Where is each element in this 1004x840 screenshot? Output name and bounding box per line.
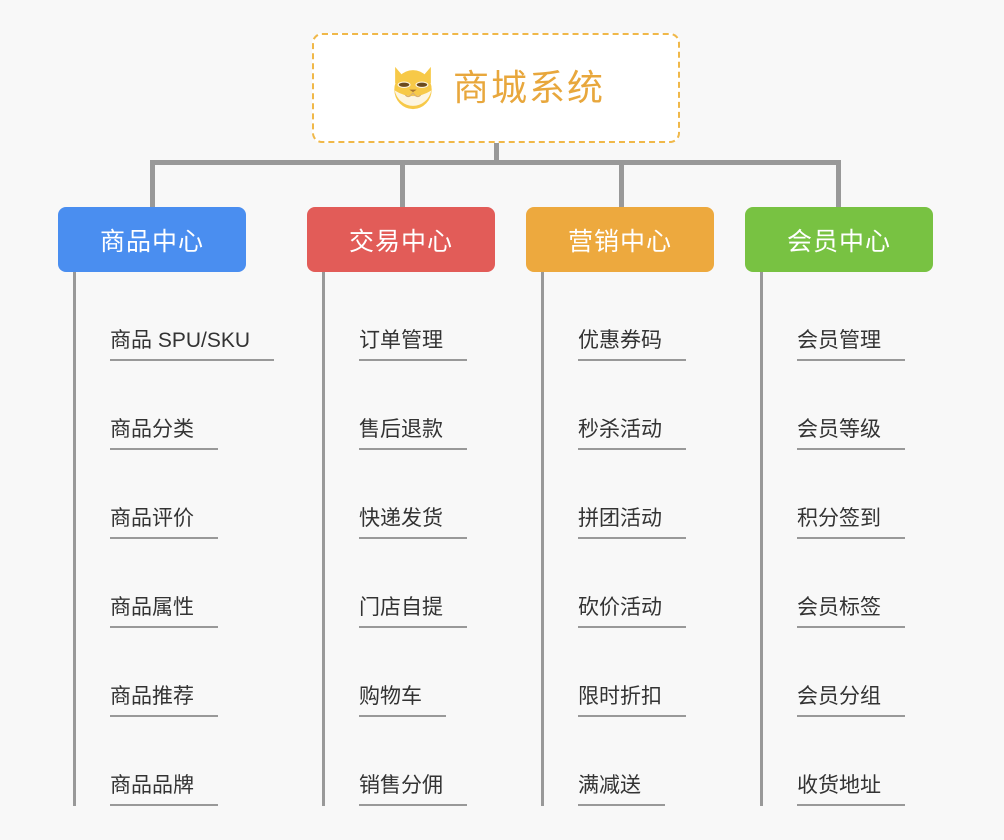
connector-drop-4: [836, 160, 841, 208]
list-item[interactable]: 商品品牌: [76, 717, 246, 806]
leaf-label: 优惠券码: [578, 330, 686, 361]
branch-column-2: 交易中心 订单管理 售后退款 快递发货 门店自提 购物车 销售分佣: [307, 207, 495, 806]
list-item[interactable]: 会员等级: [763, 361, 933, 450]
leaf-label: 商品品牌: [110, 775, 218, 806]
category-label-2: 交易中心: [348, 227, 453, 256]
category-box-1[interactable]: 商品中心: [58, 207, 246, 272]
leaf-label: 商品 SPU/SKU: [110, 330, 275, 361]
leaf-label: 积分签到: [797, 508, 905, 539]
list-item[interactable]: 商品评价: [76, 450, 246, 539]
leaf-label: 购物车: [359, 686, 446, 717]
leaf-label: 满减送: [578, 775, 665, 806]
leaf-list-2: 订单管理 售后退款 快递发货 门店自提 购物车 销售分佣: [322, 272, 495, 806]
leaf-label: 会员等级: [797, 419, 905, 450]
category-box-3[interactable]: 营销中心: [526, 207, 714, 272]
branch-column-4: 会员中心 会员管理 会员等级 积分签到 会员标签 会员分组 收货地址: [745, 207, 933, 806]
category-box-2[interactable]: 交易中心: [307, 207, 495, 272]
root-node[interactable]: 商城系统: [312, 33, 680, 143]
list-item[interactable]: 满减送: [544, 717, 714, 806]
list-item[interactable]: 商品分类: [76, 361, 246, 450]
leaf-label: 会员标签: [797, 597, 905, 628]
list-item[interactable]: 销售分佣: [325, 717, 495, 806]
leaf-label: 商品评价: [110, 508, 218, 539]
leaf-list-4: 会员管理 会员等级 积分签到 会员标签 会员分组 收货地址: [760, 272, 933, 806]
list-item[interactable]: 优惠券码: [544, 272, 714, 361]
leaf-label: 拼团活动: [578, 508, 686, 539]
category-label-1: 商品中心: [99, 227, 204, 256]
list-item[interactable]: 收货地址: [763, 717, 933, 806]
list-item[interactable]: 门店自提: [325, 539, 495, 628]
leaf-label: 秒杀活动: [578, 419, 686, 450]
category-box-4[interactable]: 会员中心: [745, 207, 933, 272]
list-item[interactable]: 会员管理: [763, 272, 933, 361]
leaf-label: 快递发货: [359, 508, 467, 539]
shiba-dog-icon: [394, 66, 432, 113]
list-item[interactable]: 订单管理: [325, 272, 495, 361]
leaf-label: 商品分类: [110, 419, 218, 450]
leaf-list-1: 商品 SPU/SKU 商品分类 商品评价 商品属性 商品推荐 商品品牌: [73, 272, 275, 806]
leaf-label: 商品推荐: [110, 686, 218, 717]
list-item[interactable]: 积分签到: [763, 450, 933, 539]
leaf-label: 会员分组: [797, 686, 905, 717]
leaf-label: 商品属性: [110, 597, 218, 628]
leaf-label: 订单管理: [359, 330, 467, 361]
list-item[interactable]: 商品 SPU/SKU: [76, 272, 275, 361]
leaf-label: 收货地址: [797, 775, 905, 806]
list-item[interactable]: 商品属性: [76, 539, 246, 628]
branch-column-3: 营销中心 优惠券码 秒杀活动 拼团活动 砍价活动 限时折扣 满减送: [526, 207, 714, 806]
leaf-label: 门店自提: [359, 597, 467, 628]
list-item[interactable]: 商品推荐: [76, 628, 246, 717]
branch-column-1: 商品中心 商品 SPU/SKU 商品分类 商品评价 商品属性 商品推荐 商品品牌: [58, 207, 275, 806]
list-item[interactable]: 拼团活动: [544, 450, 714, 539]
connector-root-stem: [494, 143, 499, 163]
list-item[interactable]: 会员标签: [763, 539, 933, 628]
list-item[interactable]: 限时折扣: [544, 628, 714, 717]
list-item[interactable]: 快递发货: [325, 450, 495, 539]
list-item[interactable]: 售后退款: [325, 361, 495, 450]
connector-horizontal-bus: [150, 160, 841, 165]
leaf-label: 售后退款: [359, 419, 467, 450]
connector-drop-2: [400, 160, 405, 208]
leaf-label: 会员管理: [797, 330, 905, 361]
list-item[interactable]: 砍价活动: [544, 539, 714, 628]
list-item[interactable]: 秒杀活动: [544, 361, 714, 450]
connector-drop-1: [150, 160, 155, 208]
root-title: 商城系统: [452, 67, 605, 108]
leaf-label: 砍价活动: [578, 597, 686, 628]
list-item[interactable]: 会员分组: [763, 628, 933, 717]
category-label-3: 营销中心: [567, 227, 672, 256]
category-label-4: 会员中心: [786, 227, 891, 256]
list-item[interactable]: 购物车: [325, 628, 495, 717]
leaf-list-3: 优惠券码 秒杀活动 拼团活动 砍价活动 限时折扣 满减送: [541, 272, 714, 806]
leaf-label: 限时折扣: [578, 686, 686, 717]
leaf-label: 销售分佣: [359, 775, 467, 806]
connector-drop-3: [619, 160, 624, 208]
